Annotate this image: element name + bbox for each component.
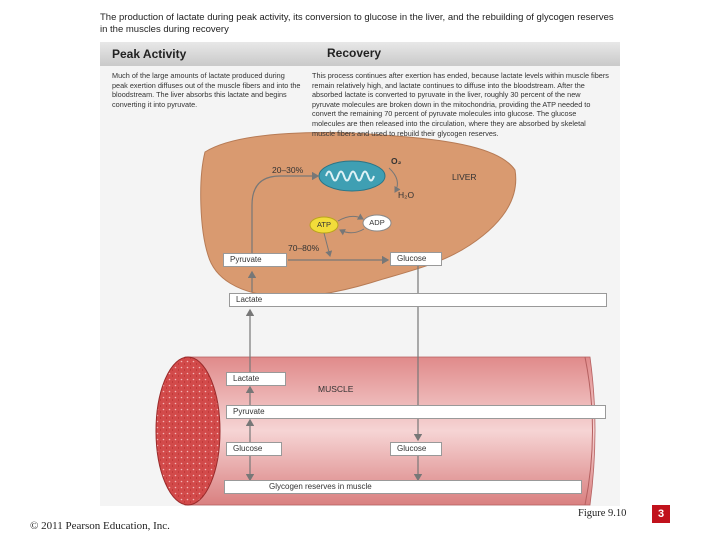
mitochondria-icon (318, 160, 386, 192)
muscle-lactate-box: Lactate (226, 372, 286, 386)
muscle-body (184, 356, 596, 506)
water-label: H₂O (398, 190, 415, 200)
adp-label: ADP (369, 218, 385, 227)
muscle-glucose-right-box: Glucose (390, 442, 442, 456)
blood-lactate-bar: Lactate (229, 293, 607, 307)
glycogen-reserves-bar: Glycogen reserves in muscle (224, 480, 582, 494)
muscle-cross-section (155, 356, 221, 506)
percent-20-30-label: 20–30% (272, 165, 304, 175)
muscle-pyruvate-bar: Pyruvate (226, 405, 606, 419)
figure-number: Figure 9.10 (578, 508, 627, 519)
liver-glucose-box: Glucose (390, 252, 442, 266)
liver-label: LIVER (452, 172, 477, 182)
copyright-notice: © 2011 Pearson Education, Inc. (30, 520, 170, 532)
recovery-description: This process continues after exertion ha… (312, 71, 609, 138)
percent-70-80-label: 70–80% (288, 243, 320, 253)
recovery-heading: Recovery (327, 46, 382, 60)
peak-activity-heading: Peak Activity (112, 47, 187, 61)
muscle-glucose-left-box: Glucose (226, 442, 282, 456)
header-band (100, 42, 620, 66)
atp-label: ATP (316, 220, 332, 229)
page-number-badge: 3 (652, 505, 670, 523)
figure-caption: The production of lactate during peak ac… (100, 12, 614, 35)
liver-shape (200, 132, 517, 298)
liver-pyruvate-box: Pyruvate (223, 253, 287, 267)
oxygen-label: O₂ (391, 156, 402, 166)
adp-icon (362, 214, 392, 232)
muscle-label: MUSCLE (318, 384, 354, 394)
peak-activity-description: Much of the large amounts of lactate pro… (112, 71, 301, 109)
